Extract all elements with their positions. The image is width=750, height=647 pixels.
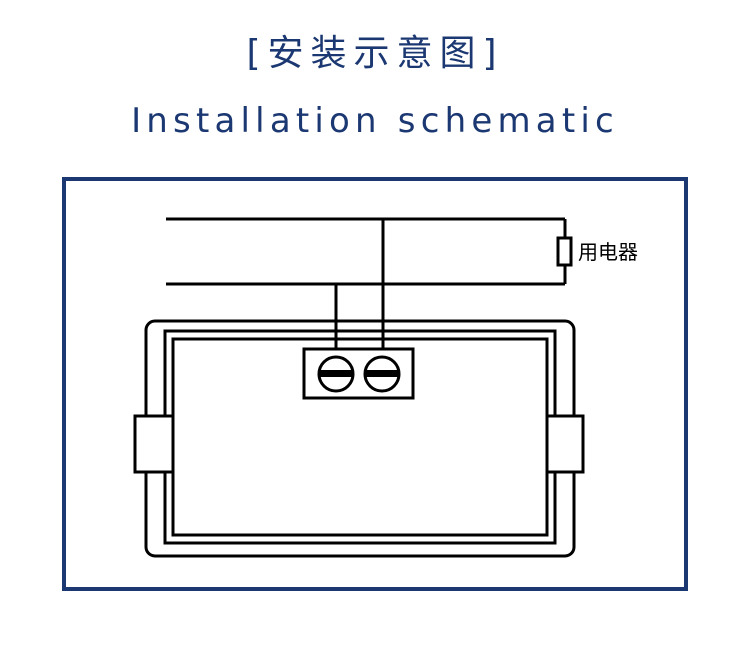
mounting-clip-right [545,414,585,474]
mounting-clip-left [133,414,175,474]
diagram-frame [62,177,688,591]
page-title-chinese: [安装示意图] [246,33,504,74]
page-title-english: Installation schematic [131,101,619,141]
load-resistor-icon [556,236,573,267]
load-label: 用电器 [578,240,638,264]
terminal-screw-right-icon [363,355,401,393]
terminal-screw-left-icon [317,355,355,393]
